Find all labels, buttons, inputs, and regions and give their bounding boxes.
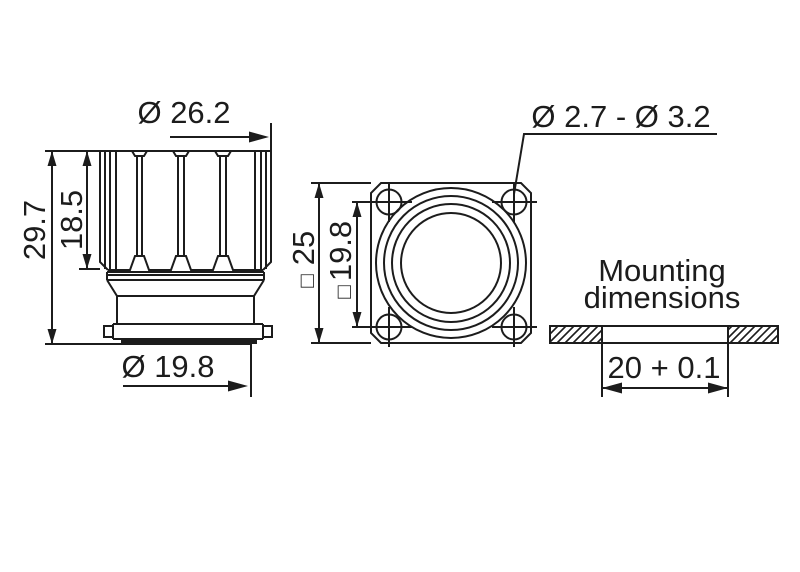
dimension-label-flange-square: 25 xyxy=(286,231,321,265)
dimension-label-knurl-height: 18.5 xyxy=(54,190,89,250)
mounting-title-line2: dimensions xyxy=(584,280,741,315)
hatch-left xyxy=(549,325,603,344)
bottom-flange xyxy=(103,323,273,340)
arrowhead-right-icon xyxy=(249,131,269,143)
arrowhead-right-icon xyxy=(708,382,728,394)
mounting-title-line1: Mounting xyxy=(598,253,726,288)
arrowhead-down-icon xyxy=(352,312,362,327)
knurl-section xyxy=(99,150,272,271)
side-view-dimensions: Ø 26.2 29.7 18.5 Ø 19.8 xyxy=(17,95,272,397)
arrowhead-up-icon xyxy=(47,151,57,166)
mounting-view: Mounting dimensions xyxy=(549,253,779,397)
square-symbol-icon: □ xyxy=(294,274,319,287)
body-neck xyxy=(106,279,265,324)
front-view-dimensions: 25 □ 19.8 □ Ø 2.7 - Ø 3.2 xyxy=(286,99,717,344)
square-symbol-icon: □ xyxy=(331,285,356,298)
panel-cross-section xyxy=(549,325,779,397)
arrowhead-up-icon xyxy=(352,202,362,217)
leader-line xyxy=(513,133,717,195)
arrowhead-left-icon xyxy=(602,382,622,394)
dimension-label-total-height: 29.7 xyxy=(17,200,52,260)
arrowhead-right-icon xyxy=(228,380,248,392)
arrowhead-up-icon xyxy=(314,183,324,198)
arrowhead-down-icon xyxy=(314,328,324,343)
front-view: 25 □ 19.8 □ Ø 2.7 - Ø 3.2 xyxy=(286,99,717,347)
cutout-dimension: 20 + 0.1 xyxy=(602,350,728,394)
dimension-label-outer-diameter: Ø 26.2 xyxy=(137,95,230,130)
arrowhead-down-icon xyxy=(82,254,92,269)
concentric-circles xyxy=(375,187,527,339)
dimension-label-corner-hole-diameter: Ø 2.7 - Ø 3.2 xyxy=(531,99,710,134)
arrowhead-down-icon xyxy=(47,329,57,344)
square-flange-outline xyxy=(370,182,532,344)
dimension-label-hole-square: 19.8 xyxy=(323,221,358,281)
dimension-label-bottom-diameter: Ø 19.8 xyxy=(121,349,214,384)
arrowhead-up-icon xyxy=(82,151,92,166)
gasket xyxy=(121,339,257,344)
dimension-label-cutout-width: 20 + 0.1 xyxy=(608,350,721,385)
hatch-right xyxy=(727,325,779,344)
ring-band xyxy=(106,271,265,281)
side-view: Ø 26.2 29.7 18.5 Ø 19.8 xyxy=(17,95,273,397)
